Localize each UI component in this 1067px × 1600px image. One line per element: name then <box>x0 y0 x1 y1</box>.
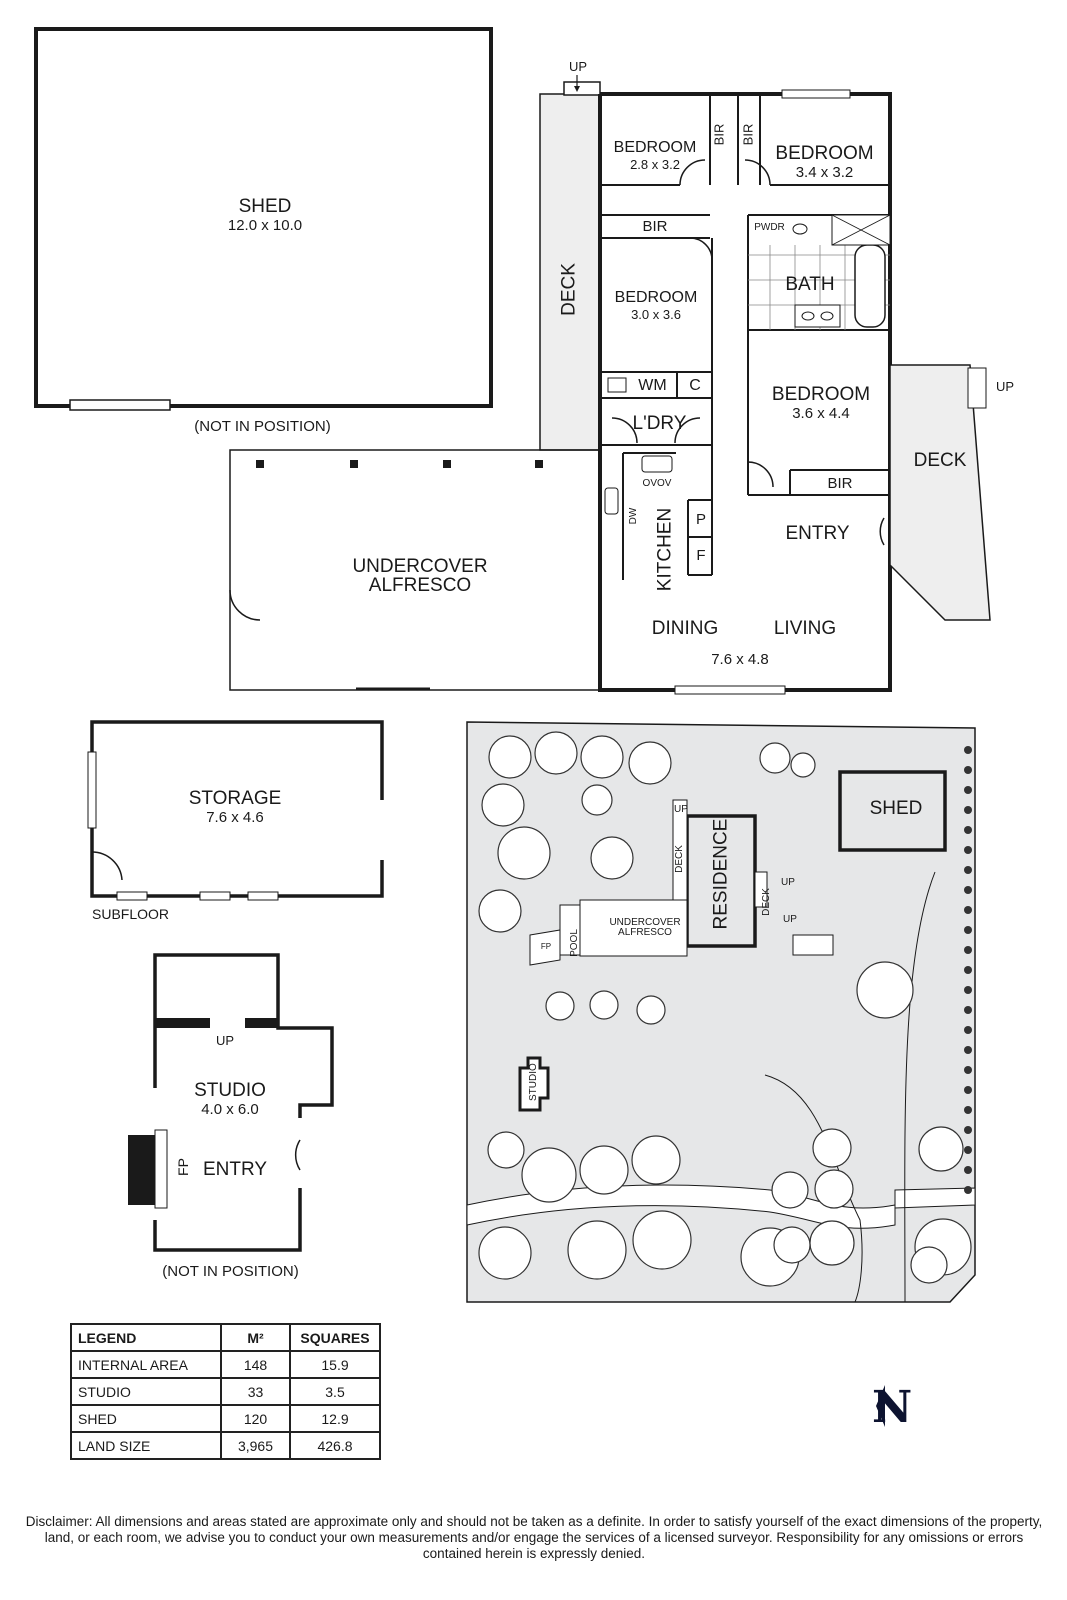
legend-table: LEGEND M² SQUARES INTERNAL AREA 148 15.9… <box>70 1323 381 1460</box>
alfresco-line2: ALFRESCO <box>368 575 472 596</box>
living-label: LIVING <box>773 618 837 639</box>
room-dims: 12.0 x 10.0 <box>227 217 303 234</box>
north-arrow-icon <box>876 1385 885 1427</box>
legend-squares: 15.9 <box>289 1350 381 1379</box>
site-alfresco-line1: UNDERCOVER <box>609 917 681 928</box>
hedge-dots <box>964 746 972 1194</box>
wm-label: WM <box>638 377 667 394</box>
pwdr-label: PWDR <box>754 222 785 233</box>
bir-label: BIR <box>827 475 853 492</box>
shed-note: (NOT IN POSITION) <box>194 418 331 435</box>
dishwasher-label: DW <box>628 507 639 525</box>
room-name: SHED <box>238 196 292 217</box>
room-name: BEDROOM <box>771 384 871 405</box>
tree-icons <box>478 731 972 1287</box>
site-pool-label: POOL <box>569 929 580 957</box>
legend-m2: 33 <box>220 1377 291 1406</box>
bir-label: BIR <box>711 123 727 146</box>
oven-label: OVOV <box>642 478 672 489</box>
laundry-label: L'DRY <box>632 413 687 434</box>
legend-header: LEGEND <box>70 1323 222 1352</box>
legend-label: STUDIO <box>70 1377 222 1406</box>
room-dims: 4.0 x 6.0 <box>201 1101 259 1118</box>
legend-squares: 426.8 <box>289 1431 381 1460</box>
room-bedroom-3: BEDROOM 3.0 x 3.6 <box>600 289 712 322</box>
site-residence-label: RESIDENCE <box>710 818 732 930</box>
legend-m2: 3,965 <box>220 1431 291 1460</box>
room-name: BEDROOM <box>614 289 698 306</box>
legend-label: INTERNAL AREA <box>70 1350 222 1379</box>
room-storage: STORAGE 7.6 x 4.6 <box>160 789 310 825</box>
site-alfresco-label: UNDERCOVER ALFRESCO <box>600 918 690 938</box>
legend-squares: 12.9 <box>289 1404 381 1433</box>
room-shed: SHED 12.0 x 10.0 <box>180 197 350 233</box>
room-name: BEDROOM <box>775 143 874 164</box>
deck-east-up: UP <box>995 379 1015 394</box>
legend-header: M² <box>220 1323 291 1352</box>
legend-m2: 148 <box>220 1350 291 1379</box>
room-bedroom-2: BEDROOM 3.4 x 3.2 <box>762 144 887 180</box>
dining-living-dims: 7.6 x 4.8 <box>711 651 769 668</box>
site-up-label: UP <box>783 914 797 925</box>
deck-west <box>539 93 601 451</box>
studio-up: UP <box>215 1033 235 1048</box>
legend-header-row: LEGEND M² SQUARES <box>70 1323 381 1352</box>
site-shed-label: SHED <box>869 798 923 819</box>
north-label: N <box>872 1382 913 1433</box>
dining-label: DINING <box>651 618 719 639</box>
legend-label: LAND SIZE <box>70 1431 222 1460</box>
legend-header: SQUARES <box>289 1323 381 1352</box>
legend-row: LAND SIZE 3,965 426.8 <box>70 1431 381 1460</box>
room-name: BEDROOM <box>613 139 697 156</box>
legend-row: STUDIO 33 3.5 <box>70 1377 381 1406</box>
shed-door <box>69 399 171 411</box>
legend-m2: 120 <box>220 1404 291 1433</box>
deck-east-label: DECK <box>913 450 967 471</box>
cupboard-label: C <box>689 377 701 394</box>
legend-squares: 3.5 <box>289 1377 381 1406</box>
site-up-label: UP <box>674 804 688 815</box>
legend-row: INTERNAL AREA 148 15.9 <box>70 1350 381 1379</box>
alfresco-line1: UNDERCOVER <box>352 556 488 577</box>
pantry-label: P <box>695 511 706 528</box>
deck-west-label: DECK <box>558 263 580 316</box>
studio-entry-label: ENTRY <box>202 1159 268 1180</box>
room-dims: 3.4 x 3.2 <box>795 164 854 181</box>
site-up-label: UP <box>781 877 795 888</box>
legend-label: SHED <box>70 1404 222 1433</box>
deck-west-up: UP <box>568 59 588 74</box>
legend-row: SHED 120 12.9 <box>70 1404 381 1433</box>
entry-label: ENTRY <box>785 523 850 544</box>
deck-east <box>889 364 991 621</box>
site-deck-label: DECK <box>674 845 685 873</box>
room-dims: 2.8 x 3.2 <box>630 157 680 172</box>
room-dims: 3.0 x 3.6 <box>631 307 681 322</box>
site-deck-label: DECK <box>761 888 772 916</box>
bir-label: BIR <box>740 123 756 146</box>
bath-label: BATH <box>785 274 835 295</box>
room-bedroom-4: BEDROOM 3.6 x 4.4 <box>752 385 890 421</box>
site-residence <box>685 814 757 948</box>
room-alfresco: UNDERCOVER ALFRESCO <box>320 557 520 595</box>
room-dims: 7.6 x 4.6 <box>206 809 264 826</box>
room-bedroom-1: BEDROOM 2.8 x 3.2 <box>600 139 710 172</box>
site-alfresco-line2: ALFRESCO <box>618 927 672 938</box>
fireplace-label: FP <box>175 1158 191 1176</box>
room-dims: 3.6 x 4.4 <box>792 405 850 422</box>
site-shed <box>838 770 947 852</box>
bir-label: BIR <box>642 218 668 235</box>
site-fp-label: FP <box>540 942 552 951</box>
site-studio-label: STUDIO <box>528 1063 539 1101</box>
subfloor-note: SUBFLOOR <box>92 906 170 922</box>
room-name: STORAGE <box>188 788 282 809</box>
fridge-label: F <box>696 547 706 564</box>
room-name: STUDIO <box>194 1080 266 1101</box>
studio-note: (NOT IN POSITION) <box>162 1263 299 1280</box>
disclaimer-text: Disclaimer: All dimensions and areas sta… <box>25 1514 1043 1561</box>
kitchen-label: KITCHEN <box>654 507 676 592</box>
room-studio: STUDIO 4.0 x 6.0 <box>180 1081 280 1117</box>
shed-outline <box>34 27 493 408</box>
